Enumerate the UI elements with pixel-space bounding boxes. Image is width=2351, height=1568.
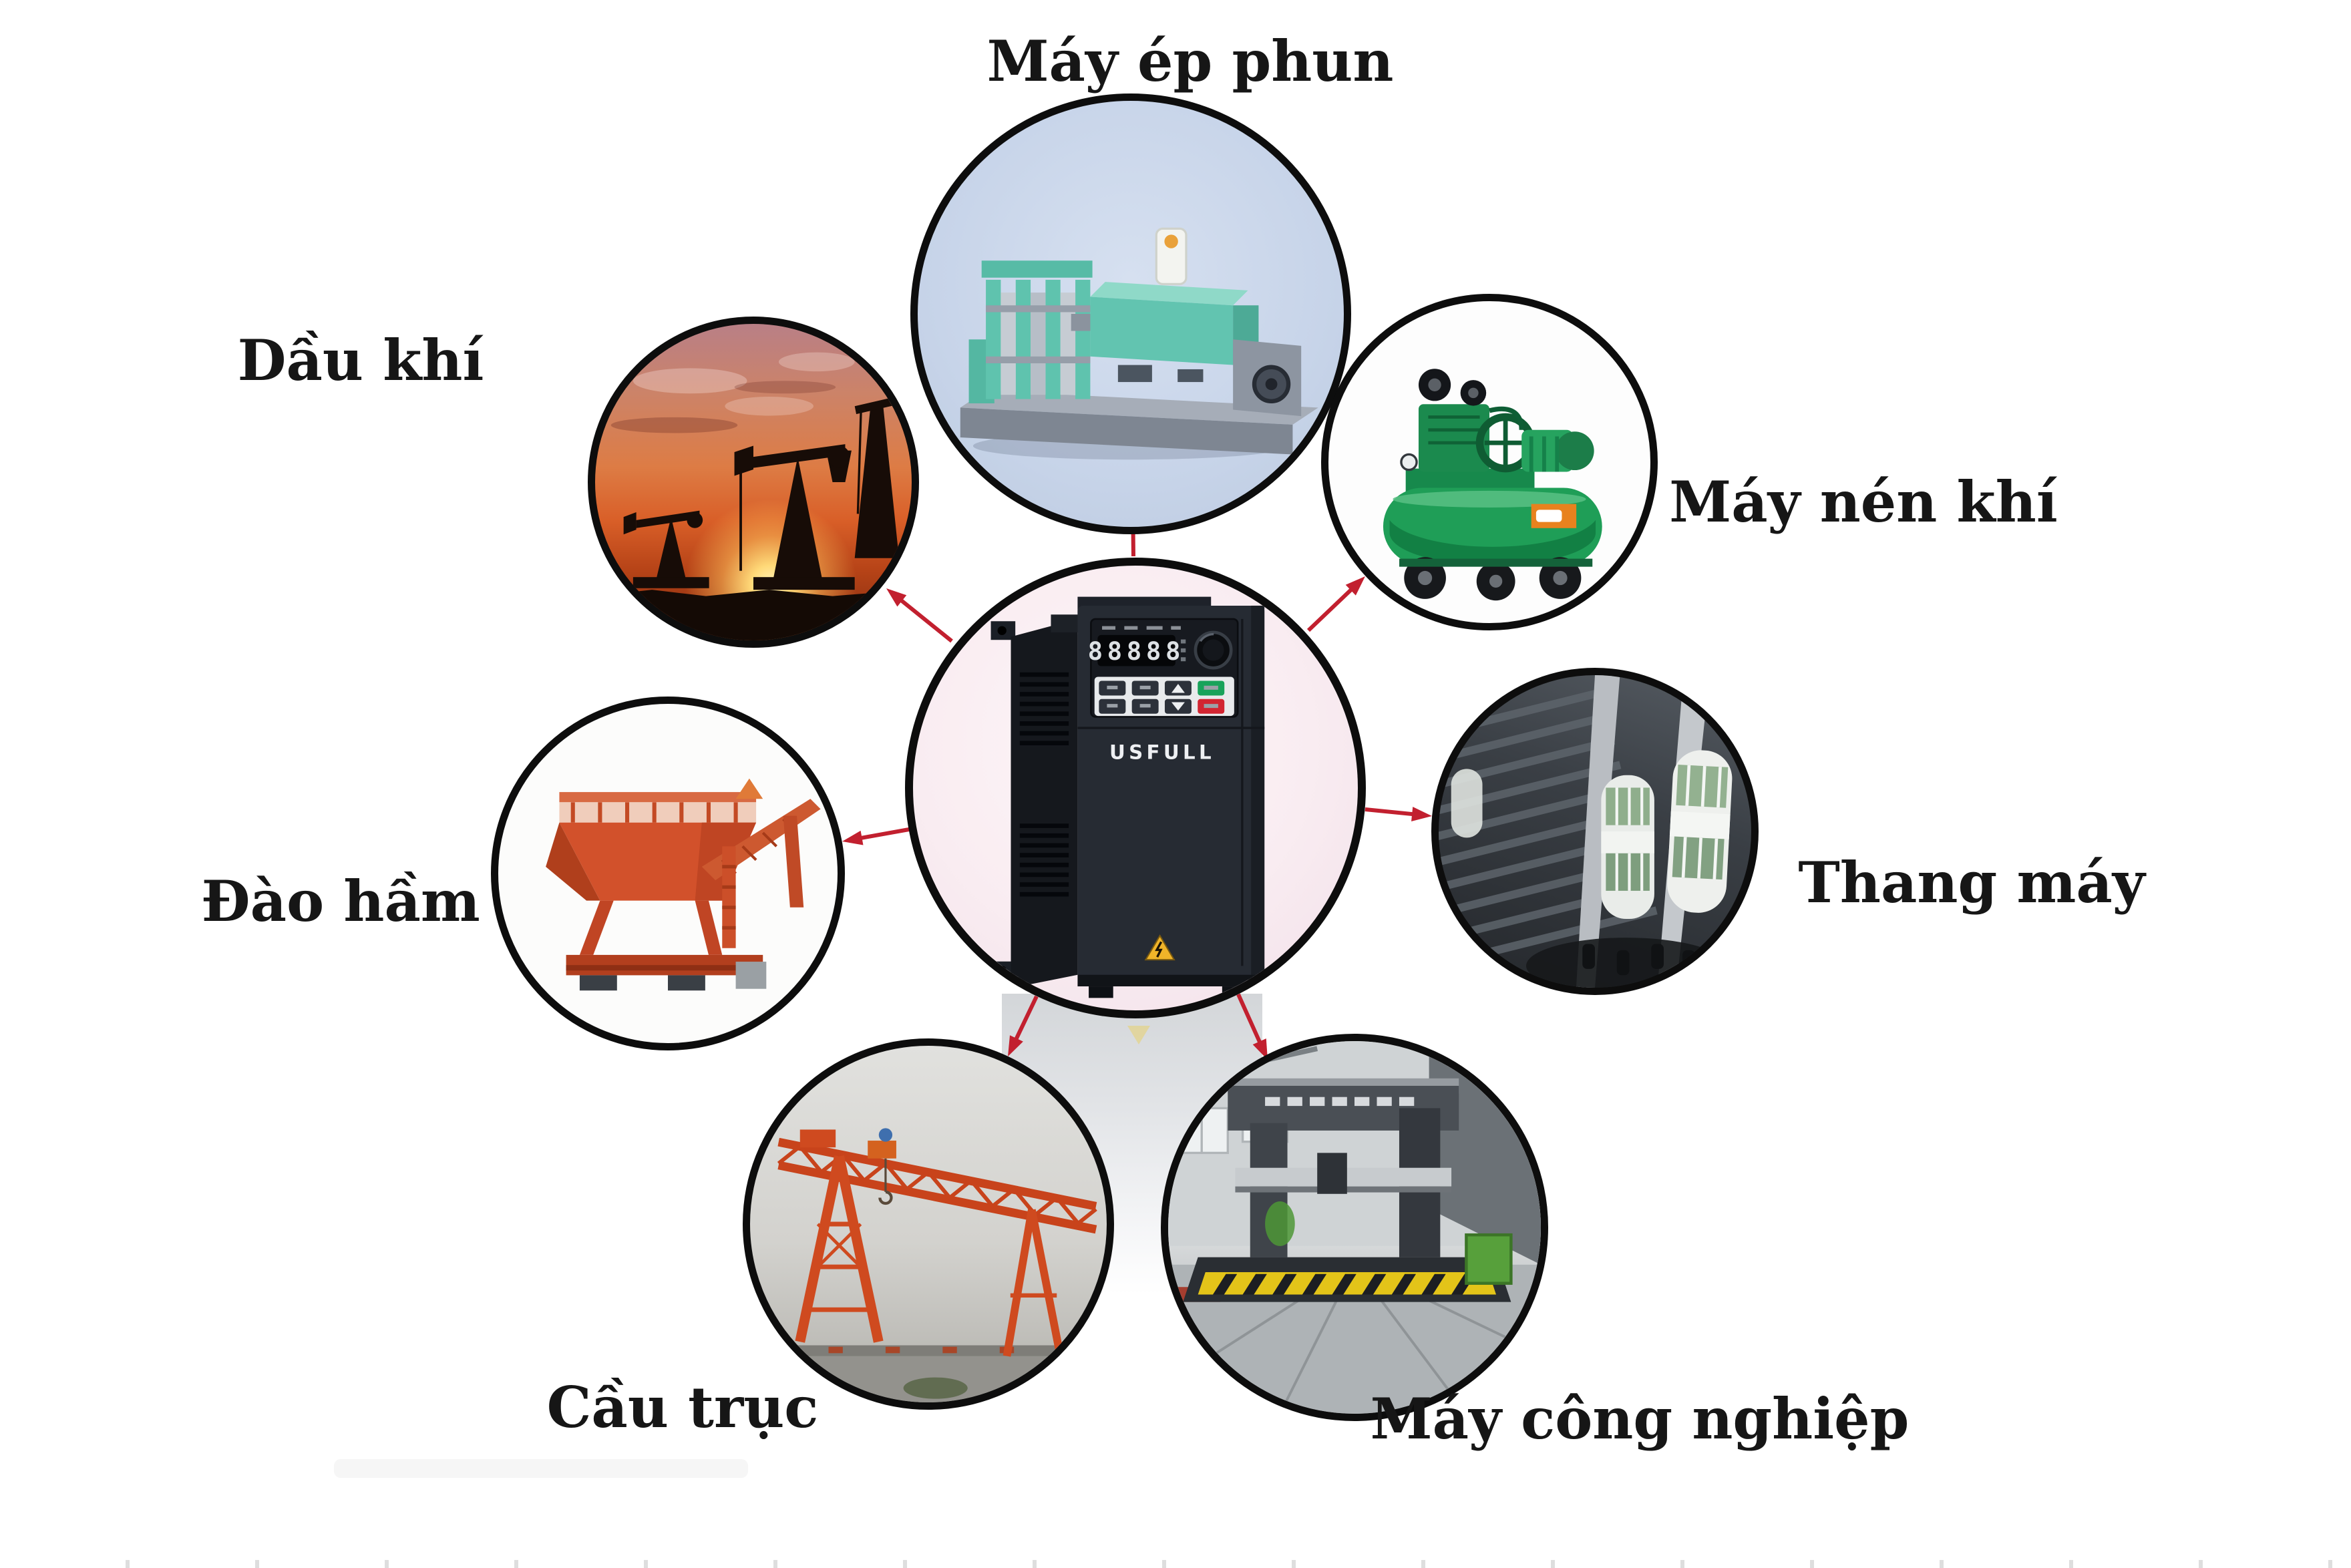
- label-cau-truc: Cầu trục: [546, 1374, 819, 1440]
- inverter-keypad: 88888: [1088, 618, 1239, 718]
- inverter-display: [1097, 634, 1176, 666]
- circle-inverter-hub: 88888: [905, 558, 1366, 1018]
- gantry-crane-icon: [750, 1128, 1107, 1402]
- vent-slots-icon: [1019, 672, 1069, 897]
- connector-arrow-line-5: [1012, 995, 1039, 1044]
- industrial-machine-icon: [1168, 1041, 1541, 1414]
- circle-dao-ham: [491, 697, 845, 1050]
- floor-reflection-smudge: [334, 1459, 748, 1478]
- air-compressor-icon: [1383, 369, 1602, 601]
- label-dau-khi: Dầu khí: [237, 327, 484, 393]
- circle-cau-truc: [743, 1038, 1114, 1410]
- elevator-icon: [1439, 675, 1733, 988]
- connector-arrow-head-5: [1008, 1035, 1023, 1056]
- circle-thang-may: [1431, 668, 1759, 995]
- label-may-ep-phun: Máy ép phun: [986, 27, 1394, 94]
- connector-arrow-head-3: [842, 830, 864, 845]
- warning-lightning-icon-reflection: [1127, 1026, 1150, 1044]
- connector-arrow-line-2: [1306, 585, 1357, 632]
- label-dao-ham: Đào hầm: [201, 867, 480, 934]
- brand-text: USFULL: [1109, 741, 1215, 764]
- label-may-nen-khi: Máy nén khí: [1669, 468, 2058, 535]
- connector-arrow-head-4: [1411, 807, 1432, 821]
- label-thang-may: Thang máy: [1798, 849, 2145, 916]
- warning-lightning-icon: [1144, 934, 1176, 961]
- circle-may-cong-nghiep: [1161, 1034, 1548, 1421]
- circle-dau-khi: [588, 317, 919, 648]
- circle-may-nen-khi: [1321, 294, 1658, 630]
- connector-arrow-line-4: [1365, 807, 1418, 817]
- bottom-edge-ticks: [0, 1560, 2351, 1568]
- connector-arrow-line-6: [1236, 993, 1264, 1048]
- oil-pumpjack-icon: [595, 352, 912, 640]
- label-may-cong-nghiep: Máy công nghiệp: [1370, 1385, 1910, 1452]
- circle-may-ep-phun: [910, 93, 1351, 534]
- connector-arrow-line-3: [856, 827, 910, 841]
- seven-segment-readout: 88888: [1088, 636, 1186, 666]
- tunneling-machine-icon: [546, 778, 821, 991]
- connector-arrow-head-2: [1345, 576, 1365, 596]
- injection-molding-machine-icon: [960, 227, 1318, 460]
- inverter-device: 88888: [990, 596, 1265, 998]
